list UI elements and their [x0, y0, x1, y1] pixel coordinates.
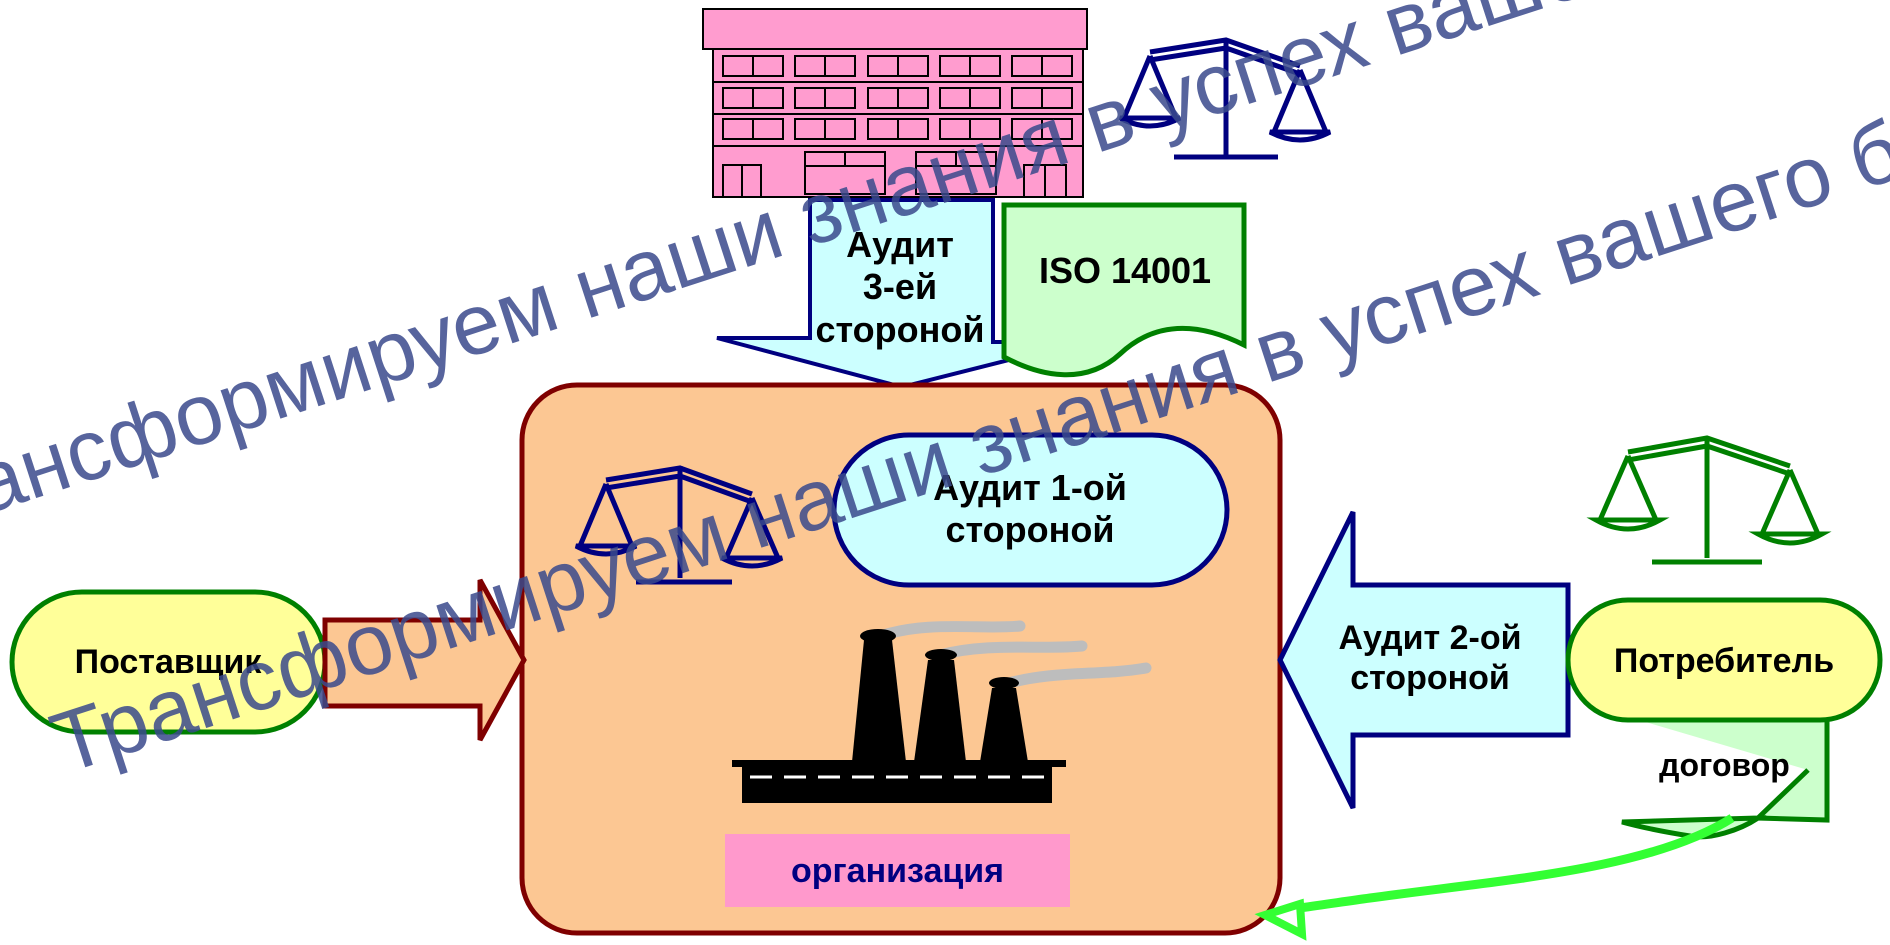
contract-flow-arrow	[1254, 814, 1735, 941]
second-party-audit-label: Аудит 2-ой стороной	[1338, 619, 1522, 698]
supplier-arrow	[322, 578, 527, 742]
scales-icon	[1118, 37, 1332, 160]
first-party-audit-box	[831, 432, 1230, 588]
building-icon	[702, 8, 1088, 198]
iso-document-shape	[1001, 202, 1247, 378]
iso-standard-label: ISO 14001	[1038, 250, 1212, 291]
supplier-label: Поставщик	[74, 643, 262, 681]
consumer-scales-icon	[1586, 435, 1832, 565]
consumer-box	[1565, 597, 1883, 723]
contract-label: договор	[1659, 747, 1790, 783]
first-party-audit-label: Аудит 1-ой стороной	[933, 467, 1127, 551]
second-party-audit-arrow	[1277, 510, 1571, 810]
factory-icon	[732, 620, 1152, 803]
third-party-audit-arrow	[716, 198, 1081, 390]
organization-label: организация	[790, 852, 1005, 890]
internal-scales-icon	[574, 465, 784, 585]
organization-label-bg	[725, 834, 1070, 907]
consumer-label: Потребитель	[1613, 642, 1835, 680]
third-party-audit-label: Аудит 3-ей стороной	[815, 224, 985, 350]
